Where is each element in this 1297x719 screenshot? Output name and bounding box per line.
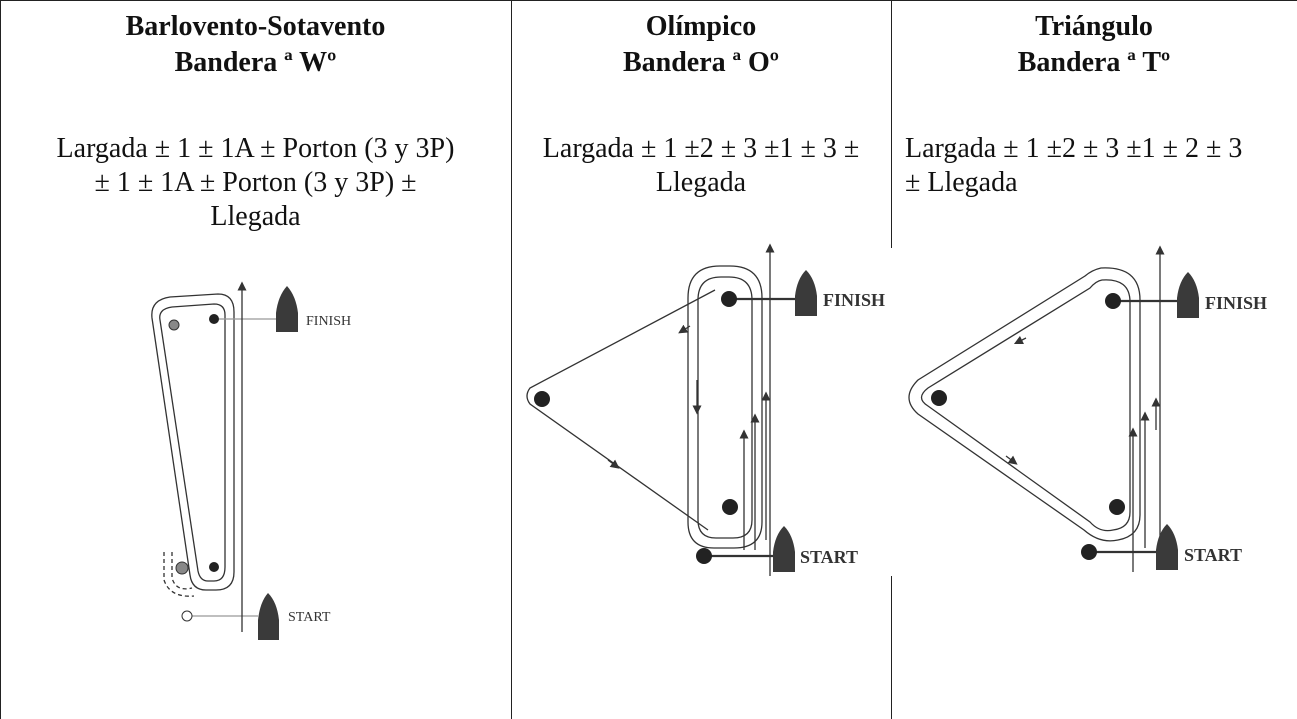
start-pin-mark bbox=[1081, 544, 1097, 560]
course-title: Barlovento-Sotavento bbox=[125, 11, 386, 42]
triangle-leg bbox=[526, 289, 716, 531]
start-label: START bbox=[1184, 545, 1242, 565]
course-flag: Bandera ª Tº bbox=[1017, 47, 1171, 78]
course-path-inner bbox=[159, 303, 226, 582]
column-triangle: Triángulo Bandera ª Tº Largada ± 1 ±2 ± … bbox=[891, 0, 1297, 719]
course-sequence: Largada ± 1 ±2 ± 3 ±1 ± 2 ± 3 ± Llegada bbox=[905, 133, 1243, 198]
course-title: Olímpico bbox=[645, 11, 757, 42]
mark-1 bbox=[721, 291, 737, 307]
finish-label: FINISH bbox=[1205, 293, 1267, 313]
course-path-inner bbox=[920, 279, 1131, 532]
mark-3 bbox=[1109, 499, 1125, 515]
course-path-outer bbox=[908, 267, 1141, 542]
course-flag: Bandera ª Oº bbox=[622, 47, 780, 78]
mark-3 bbox=[722, 499, 738, 515]
start-boat-icon bbox=[773, 526, 795, 572]
triangle-diagram bbox=[908, 245, 1180, 572]
mark-3 bbox=[209, 562, 219, 572]
column-divider-2 bbox=[891, 0, 892, 248]
finish-boat-icon bbox=[795, 270, 817, 316]
column-divider-1 bbox=[511, 0, 512, 719]
start-label: START bbox=[800, 547, 858, 567]
reach-arrow bbox=[678, 324, 691, 334]
course-sequence: Largada ± 1 ±2 ± 3 ±1 ± 3 ± Llegada bbox=[542, 133, 860, 198]
course-title: Triángulo bbox=[1035, 11, 1153, 42]
table-border-left bbox=[0, 0, 1, 719]
course-path-outer bbox=[151, 293, 235, 591]
finish-label: FINISH bbox=[823, 290, 885, 310]
start-boat-icon bbox=[258, 593, 279, 640]
mark-3p bbox=[175, 561, 189, 575]
column-olympic: Olímpico Bandera ª Oº Largada ± 1 ±2 ± 3… bbox=[511, 0, 891, 719]
mark-2 bbox=[534, 391, 550, 407]
finish-boat-icon bbox=[276, 286, 298, 332]
gate-rounding-path bbox=[171, 552, 193, 590]
course-path-inner bbox=[697, 276, 753, 539]
mark-1 bbox=[209, 314, 219, 324]
course-path-outer bbox=[687, 265, 763, 549]
reach-arrow bbox=[607, 459, 620, 469]
table-border-top bbox=[0, 0, 1297, 1]
mark-1a bbox=[168, 319, 180, 331]
reach-arrow bbox=[1013, 335, 1027, 345]
course-sequence: Largada ± 1 ± 1A ± Porton (3 y 3P) ± 1 ±… bbox=[56, 133, 455, 232]
start-label: START bbox=[288, 610, 331, 625]
finish-label: FINISH bbox=[306, 314, 351, 329]
start-pin-mark bbox=[696, 548, 712, 564]
course-flag: Bandera ª Wº bbox=[174, 47, 337, 78]
gate-rounding-path bbox=[163, 552, 195, 597]
start-boat-icon bbox=[1156, 524, 1178, 570]
start-pin-mark bbox=[181, 610, 193, 622]
column-divider-2-lower bbox=[891, 576, 892, 719]
mark-1 bbox=[1105, 293, 1121, 309]
finish-boat-icon bbox=[1177, 272, 1199, 318]
reach-arrow bbox=[1005, 455, 1018, 465]
olympic-diagram bbox=[526, 243, 800, 576]
windward-leeward-diagram bbox=[151, 281, 280, 632]
mark-2 bbox=[931, 390, 947, 406]
column-windward-leeward: Barlovento-Sotavento Bandera ª Wº Largad… bbox=[0, 0, 511, 719]
